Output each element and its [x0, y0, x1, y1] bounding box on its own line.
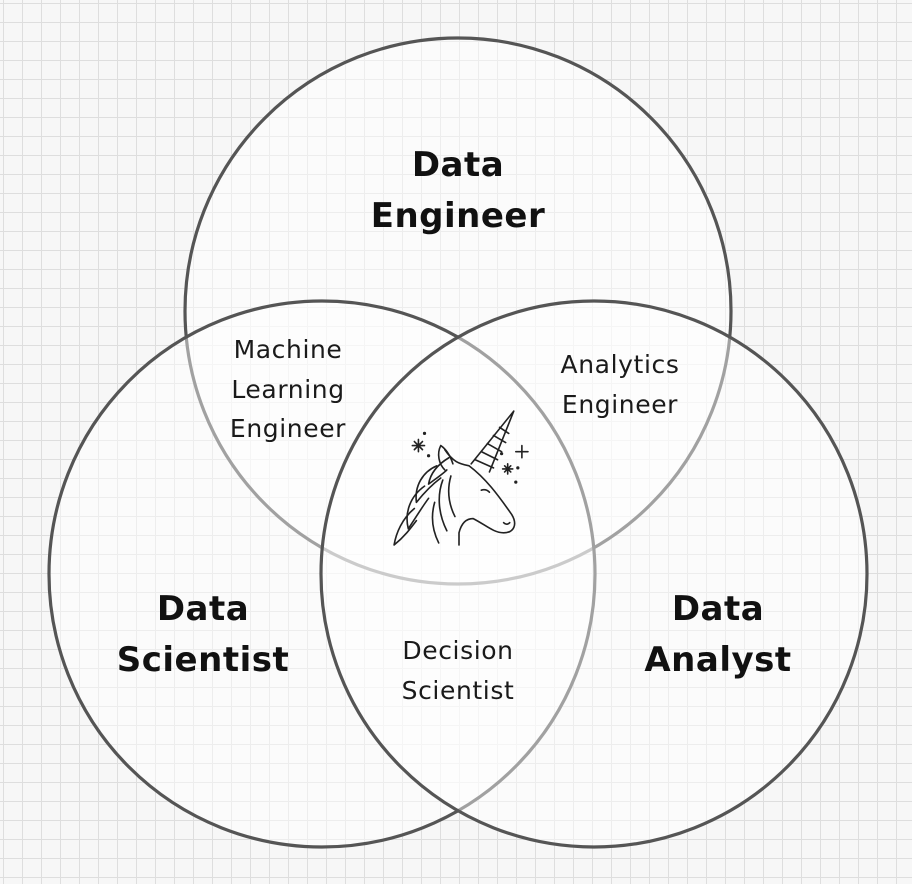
- data-engineer-circle: [183, 36, 733, 586]
- analytics-engineer-label: Analytics Engineer: [560, 350, 680, 419]
- data-analyst-label: Data Analyst: [644, 589, 792, 680]
- data-scientist-label: Data Scientist: [116, 589, 290, 680]
- decision-scientist-label: Decision Scientist: [401, 636, 515, 705]
- data-analyst-circle: [319, 299, 869, 849]
- data-engineer-label: Data Engineer: [370, 145, 546, 236]
- machine-learning-engineer-label: Machine Learning Engineer: [229, 335, 347, 443]
- unicorn-icon: [393, 410, 529, 546]
